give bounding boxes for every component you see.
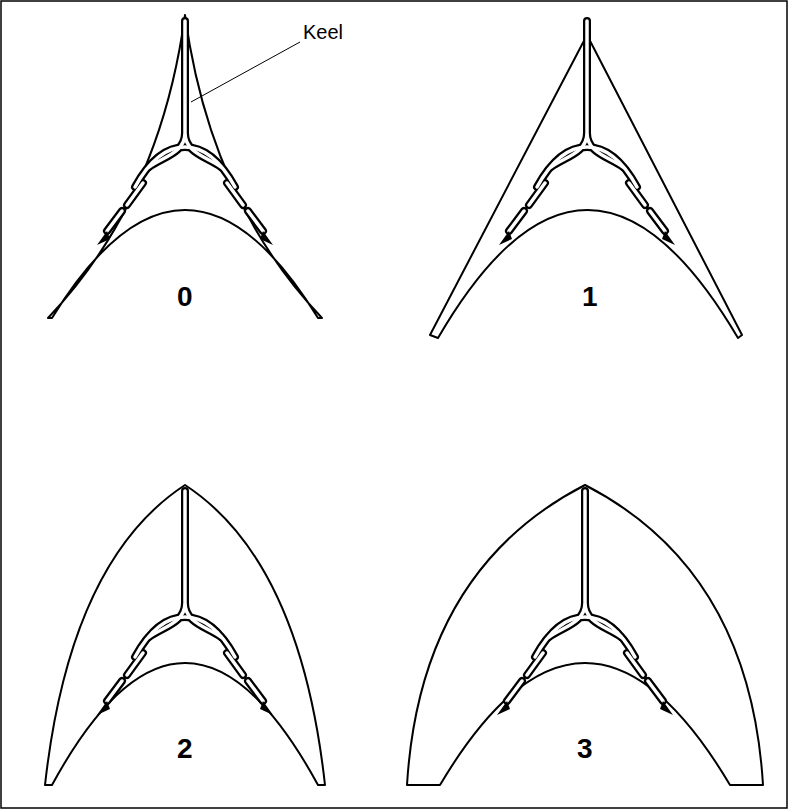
callout-number: 1	[582, 283, 598, 311]
airframe	[499, 21, 675, 245]
airframe	[497, 491, 673, 715]
airframe	[97, 491, 273, 715]
callout-number: 0	[177, 283, 193, 311]
sail-outline	[45, 485, 325, 785]
callout-number: 3	[577, 735, 593, 763]
part-name: Keel	[303, 22, 343, 42]
airframe	[97, 21, 273, 245]
leader-line	[191, 42, 300, 102]
sail-outline	[48, 15, 322, 318]
callout-number: 2	[177, 735, 193, 763]
sail-outline	[407, 485, 763, 785]
